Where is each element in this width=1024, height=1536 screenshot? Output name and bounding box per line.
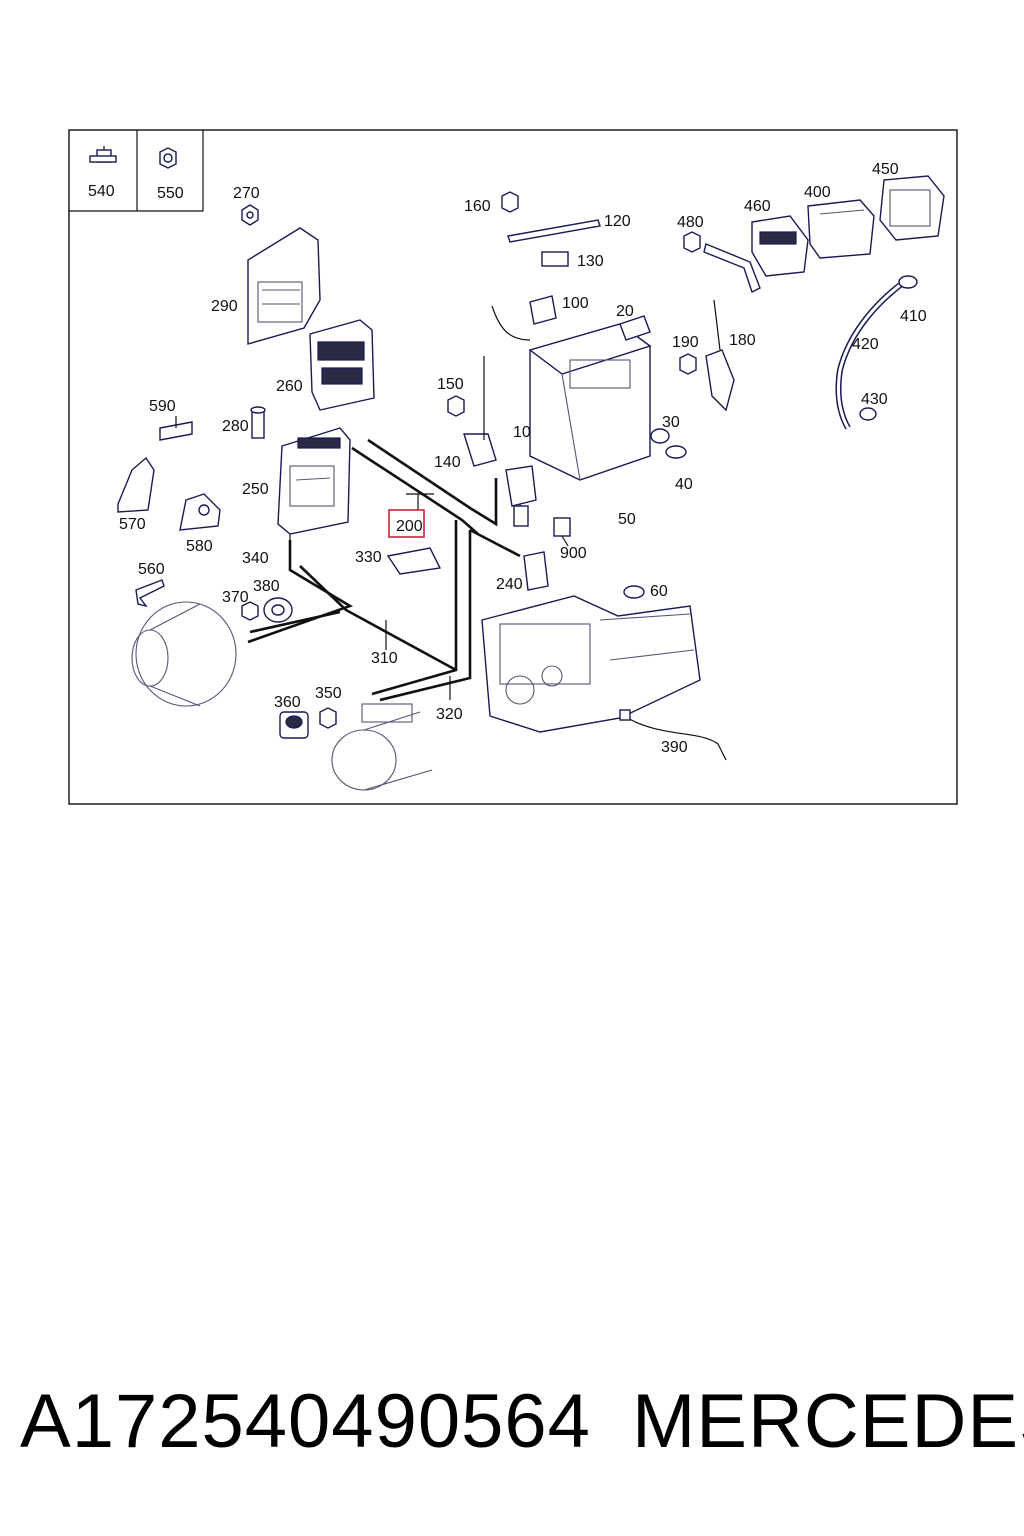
callout-330: 330 bbox=[355, 549, 382, 566]
clip-560 bbox=[135, 579, 165, 608]
bracket-570 bbox=[117, 456, 155, 513]
callout-480: 480 bbox=[677, 214, 704, 231]
bracket-590 bbox=[159, 416, 193, 441]
legend-label-550: 550 bbox=[157, 185, 184, 202]
sleeve-280 bbox=[250, 406, 266, 439]
terminal-30 bbox=[650, 428, 670, 444]
callout-460: 460 bbox=[744, 198, 771, 215]
callout-290: 290 bbox=[211, 298, 238, 315]
callout-370: 370 bbox=[222, 589, 249, 606]
callout-430: 430 bbox=[861, 391, 888, 408]
nut-370 bbox=[241, 601, 259, 621]
part-number-label: A172540490564 bbox=[20, 1379, 591, 1464]
callout-590: 590 bbox=[149, 398, 176, 415]
terminal-100 bbox=[491, 295, 557, 341]
nut-350 bbox=[319, 707, 337, 729]
callout-140: 140 bbox=[434, 454, 461, 471]
fuse-box-260 bbox=[309, 319, 375, 411]
callout-200: 200 bbox=[396, 518, 423, 535]
rail-460 bbox=[703, 243, 761, 293]
grommet-60 bbox=[623, 585, 645, 599]
callout-390: 390 bbox=[661, 739, 688, 756]
bolt-icon bbox=[89, 146, 117, 163]
callout-150: 150 bbox=[437, 376, 464, 393]
engine-transmission bbox=[481, 595, 701, 733]
callout-900: 900 bbox=[560, 545, 587, 562]
callout-420: 420 bbox=[852, 336, 879, 353]
callout-400: 400 bbox=[804, 184, 831, 201]
callout-30: 30 bbox=[662, 414, 680, 431]
callout-130: 130 bbox=[577, 253, 604, 270]
callout-260: 260 bbox=[276, 378, 303, 395]
bracket-290 bbox=[247, 227, 321, 345]
pad-20 bbox=[619, 315, 651, 341]
relay-box-250 bbox=[277, 427, 351, 535]
alternator bbox=[131, 601, 237, 707]
legend-box: 540 550 bbox=[69, 130, 204, 212]
callout-380: 380 bbox=[253, 578, 280, 595]
callout-450: 450 bbox=[872, 161, 899, 178]
callout-360: 360 bbox=[274, 694, 301, 711]
bracket-140 bbox=[463, 356, 497, 467]
callout-320: 320 bbox=[436, 706, 463, 723]
bracket-580 bbox=[179, 493, 221, 531]
callout-270: 270 bbox=[233, 185, 260, 202]
cable-420 bbox=[835, 275, 918, 430]
callout-250: 250 bbox=[242, 481, 269, 498]
cover-460 bbox=[751, 215, 809, 277]
callout-310: 310 bbox=[371, 650, 398, 667]
callout-570: 570 bbox=[119, 516, 146, 533]
callout-560: 560 bbox=[138, 561, 165, 578]
nut-190 bbox=[679, 353, 697, 375]
callout-410: 410 bbox=[900, 308, 927, 325]
nut-160 bbox=[501, 191, 519, 213]
ground-cable-390 bbox=[619, 709, 727, 761]
callout-580: 580 bbox=[186, 538, 213, 555]
callout-280: 280 bbox=[222, 418, 249, 435]
callout-60: 60 bbox=[650, 583, 668, 600]
housing-450 bbox=[879, 175, 945, 241]
nut-480 bbox=[683, 231, 701, 253]
starter-motor bbox=[331, 703, 433, 791]
highlight-box-200 bbox=[388, 509, 425, 538]
callout-350: 350 bbox=[315, 685, 342, 702]
cap-360 bbox=[279, 711, 309, 739]
grommet-430 bbox=[859, 407, 877, 421]
callout-100: 100 bbox=[562, 295, 589, 312]
module-400 bbox=[807, 199, 875, 259]
strap-120 bbox=[507, 219, 601, 243]
junction-block bbox=[505, 465, 537, 527]
callout-160: 160 bbox=[464, 198, 491, 215]
clamp-330 bbox=[386, 547, 442, 575]
battery-10 bbox=[528, 323, 652, 481]
callout-40: 40 bbox=[675, 476, 693, 493]
callout-180: 180 bbox=[729, 332, 756, 349]
nut-270 bbox=[241, 204, 259, 226]
brand-label: MERCEDES bbox=[632, 1379, 1024, 1464]
sensor-240 bbox=[523, 551, 549, 591]
callout-20: 20 bbox=[616, 303, 634, 320]
callout-10: 10 bbox=[513, 424, 531, 441]
callout-190: 190 bbox=[672, 334, 699, 351]
cap-380 bbox=[263, 597, 293, 623]
nut-150 bbox=[447, 395, 465, 417]
clip-130 bbox=[541, 251, 569, 267]
bracket-180 bbox=[705, 299, 735, 412]
diagram-border bbox=[68, 129, 958, 805]
callout-50: 50 bbox=[618, 511, 636, 528]
callout-240: 240 bbox=[496, 576, 523, 593]
legend-label-540: 540 bbox=[88, 183, 115, 200]
connector-900 bbox=[553, 517, 571, 547]
callout-340: 340 bbox=[242, 550, 269, 567]
nut-icon bbox=[159, 147, 177, 169]
callout-120: 120 bbox=[604, 213, 631, 230]
callout-labels: 270 290 260 590 280 570 250 580 340 560 … bbox=[119, 161, 927, 756]
cable-50 bbox=[597, 445, 687, 602]
